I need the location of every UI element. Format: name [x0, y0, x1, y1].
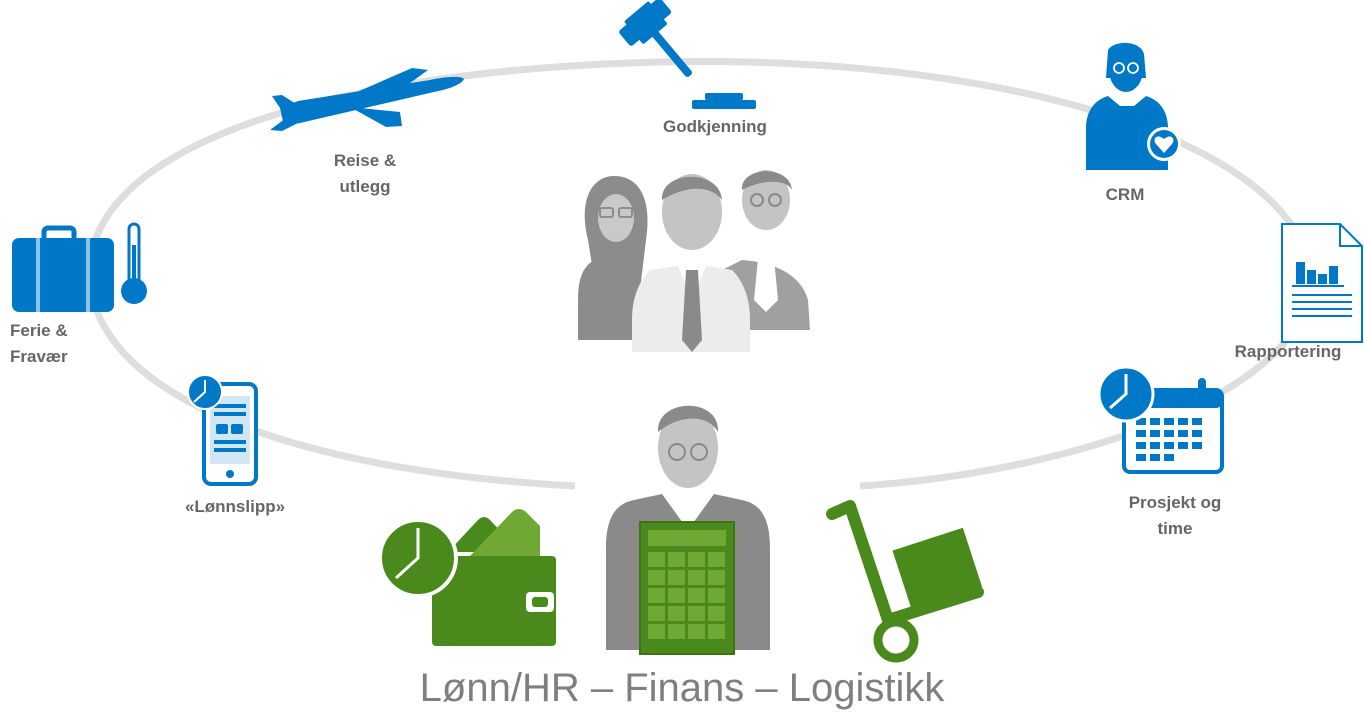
customer-heart-icon	[1086, 42, 1181, 170]
label-reise-utlegg: Reise & utlegg	[333, 151, 397, 196]
mobile-clock-icon	[187, 374, 258, 486]
calendar-clock-icon	[1097, 365, 1224, 474]
hand-truck-icon	[826, 500, 984, 663]
label-crm: CRM	[1105, 185, 1145, 204]
suitcase-thermometer-icon	[12, 222, 147, 312]
label-godkjenning: Godkjenning	[663, 117, 767, 136]
footer-title: Lønn/HR – Finans – Logistikk	[419, 666, 945, 710]
report-chart-icon	[1281, 223, 1363, 343]
cycle-ring	[86, 58, 1315, 490]
gavel-icon	[619, 0, 756, 109]
team-people-icon	[578, 170, 810, 352]
label-lonnslipp: «Lønnslipp»	[184, 497, 286, 516]
wallet-clock-icon	[378, 509, 556, 646]
label-prosjekt-time: Prosjekt og time	[1128, 493, 1222, 538]
label-rapportering: Rapportering	[1234, 342, 1342, 361]
label-ferie-fravaer: Ferie & Fravær	[10, 321, 68, 366]
accountant-calculator-icon	[606, 405, 770, 655]
airplane-icon	[270, 68, 464, 131]
